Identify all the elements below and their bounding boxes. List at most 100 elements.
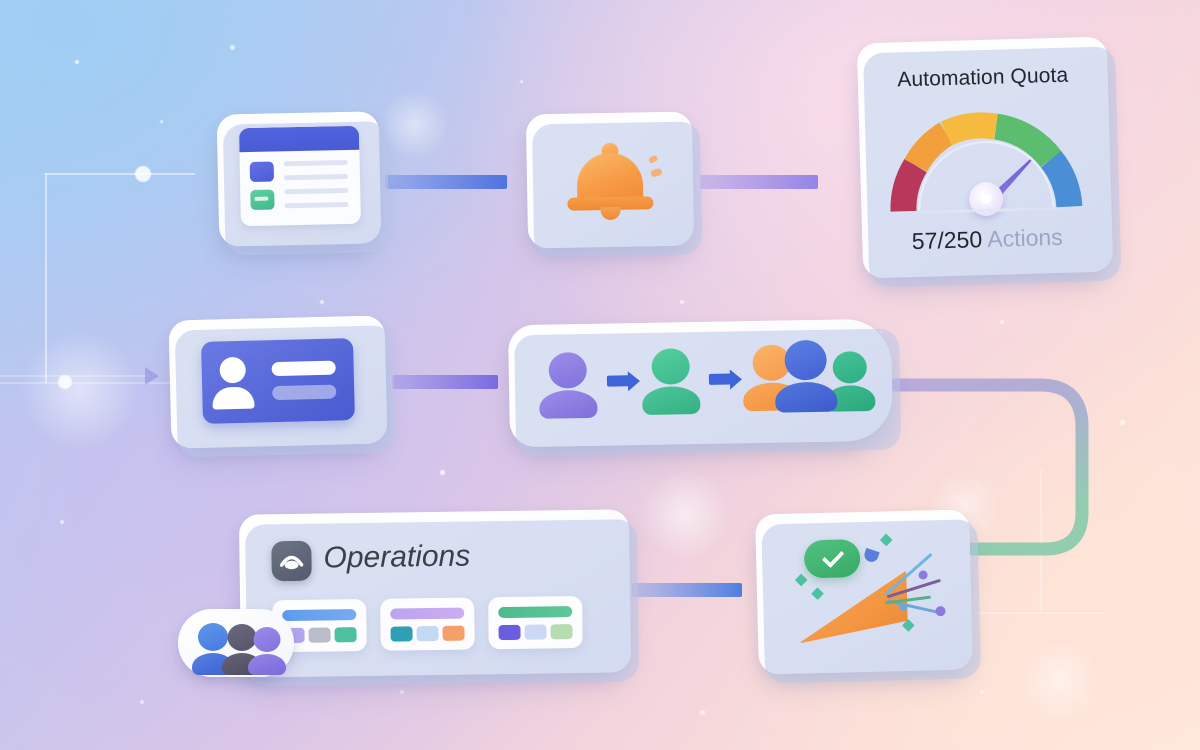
swatch-chip [334,627,357,643]
document-header-bar [238,125,360,153]
bell-ring-mark [650,167,663,178]
arrow-form-to-notification [385,175,507,189]
person-head [832,351,868,384]
bg-sparkle [400,690,404,694]
notification-bell-card[interactable] [525,111,695,249]
avatar-body [248,654,286,675]
document-text-line [284,187,349,195]
bell-clapper [600,206,621,221]
person-head [651,348,691,385]
bg-circuit-line [925,612,1105,614]
person-body [539,389,598,419]
bell-ring-mark [647,154,659,164]
swatch-chip [498,624,521,641]
bg-sparkle [140,700,144,704]
arrow-operations-to-celebration [632,583,742,597]
quota-gauge [884,103,1087,221]
swatch-chip [442,625,465,641]
team-avatar-badge[interactable] [178,609,294,677]
bg-circuit-line [45,173,47,383]
id-detail-line [272,384,337,401]
flow-person-reviewer [641,348,701,416]
contact-id-card[interactable] [168,315,388,449]
streamer-dot [899,602,908,612]
swatch-chip [550,624,573,640]
swatch-chip [390,626,413,642]
id-avatar-body [212,386,255,410]
bg-circuit-line [45,173,195,175]
streamer-dot [918,570,928,580]
gauge-arc [890,112,1083,212]
quota-value-row: 57/250 Actions [862,222,1113,256]
document-form-icon [238,125,361,227]
avatar-head [227,624,257,651]
operations-glyph [279,555,304,570]
operations-title: Operations [323,539,471,575]
bg-circuit-line [1040,470,1042,614]
streamer-dot [935,606,946,617]
person-head [784,339,827,381]
swatch-bar [498,606,573,619]
bg-sparkle [700,710,705,715]
streamer [886,578,942,599]
document-avatar-block [249,161,275,183]
swatch-card-3[interactable] [488,595,583,650]
swatch-bar [390,607,465,620]
automation-quota-card[interactable]: Automation Quota 57/250 Actions [856,36,1114,279]
flow-person-team-lead [774,339,838,413]
person-head [548,351,588,389]
swatch-chip [416,625,439,642]
team-avatar-purple [248,627,286,675]
swatch-chip [524,624,547,640]
id-name-line [271,360,336,377]
bg-sparkle [680,300,684,304]
confetti-piece [811,587,824,600]
bg-arrowhead-icon [145,367,159,385]
bg-sparkle [520,80,523,83]
bg-circuit-node [135,166,151,182]
quota-card-title: Automation Quota [897,63,1069,92]
person-body [642,386,701,416]
bg-glow [20,330,140,450]
document-text-line [284,201,349,209]
bg-sparkle [75,60,79,64]
bg-sparkle [160,120,163,123]
confetti-piece [879,533,893,547]
avatar-head [198,623,228,651]
arrow-notification-to-quota [700,175,818,189]
document-text-line [283,159,348,167]
flow-person-requester [538,351,598,419]
swatch-bar [282,609,357,622]
operations-panel[interactable]: Operations [238,509,632,678]
bg-sparkle [320,300,324,304]
document-tag-block [250,189,275,211]
id-avatar-head [219,356,247,384]
bg-sparkle [980,690,984,694]
flow-arrow-2 [708,368,743,389]
operations-logo-icon [271,540,312,582]
flow-arrow-1 [606,370,641,391]
bg-sparkle [440,470,445,475]
bg-glow [1020,640,1100,720]
bg-sparkle [60,520,64,524]
bg-glow [380,90,450,160]
check-circle-icon [803,539,861,579]
approval-flow-panel[interactable] [507,318,894,448]
quota-unit: Actions [986,223,1064,252]
bell-icon [567,142,663,221]
confetti-piece [794,573,808,587]
form-document-card[interactable] [216,111,382,247]
arrow-contact-to-approval [392,375,498,389]
bg-sparkle [1120,420,1125,425]
avatar-head [253,627,281,652]
person-body [775,381,838,413]
bg-glow [640,470,730,560]
confetti-streamers [874,552,972,627]
swatch-card-2[interactable] [380,597,475,651]
swatch-chip [308,627,331,643]
id-card-icon [200,338,355,424]
bg-sparkle [1000,320,1004,324]
celebration-card[interactable] [755,509,973,675]
quota-value: 57/250 [911,226,983,255]
